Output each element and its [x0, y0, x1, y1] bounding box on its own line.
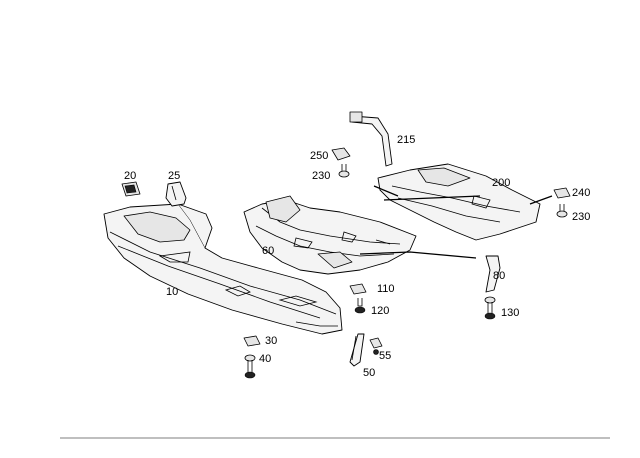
callout-240: 240 [572, 187, 591, 199]
clip-55 [369, 337, 383, 355]
clip-250 [331, 147, 351, 161]
clip-20 [121, 181, 141, 197]
callout-80: 80 [493, 270, 506, 282]
callout-250: 250 [310, 150, 329, 162]
callout-215: 215 [397, 134, 416, 146]
callout-130: 130 [501, 307, 520, 319]
bolt-230-right [556, 204, 568, 218]
callout-60: 60 [262, 245, 275, 257]
leader-lines [359, 185, 553, 259]
callout-110: 110 [377, 283, 395, 295]
strap-50 [349, 333, 365, 367]
screw-40 [244, 354, 256, 379]
nut-30 [243, 335, 261, 347]
bracket-25 [165, 181, 187, 207]
strap-215 [349, 111, 393, 167]
callout-50: 50 [363, 367, 376, 379]
strap-80 [485, 255, 501, 293]
clip-240 [553, 187, 571, 199]
callout-55: 55 [379, 350, 392, 362]
callout-120: 120 [371, 305, 390, 317]
callout-230-right: 230 [572, 211, 591, 223]
callout-25: 25 [168, 170, 181, 182]
callout-200: 200 [492, 177, 511, 189]
callout-20: 20 [124, 170, 137, 182]
front-underbody-panel [103, 203, 343, 335]
screw-120 [354, 298, 366, 314]
callout-30: 30 [265, 335, 278, 347]
bolt-130 [484, 296, 496, 320]
callout-10: 10 [166, 286, 179, 298]
middle-underbody-frame [243, 195, 417, 275]
callout-230-left: 230 [312, 170, 331, 182]
rear-underbody-panel [377, 163, 541, 241]
bolt-230-left [338, 164, 350, 178]
callout-40: 40 [259, 353, 272, 365]
nut-110 [349, 283, 367, 295]
